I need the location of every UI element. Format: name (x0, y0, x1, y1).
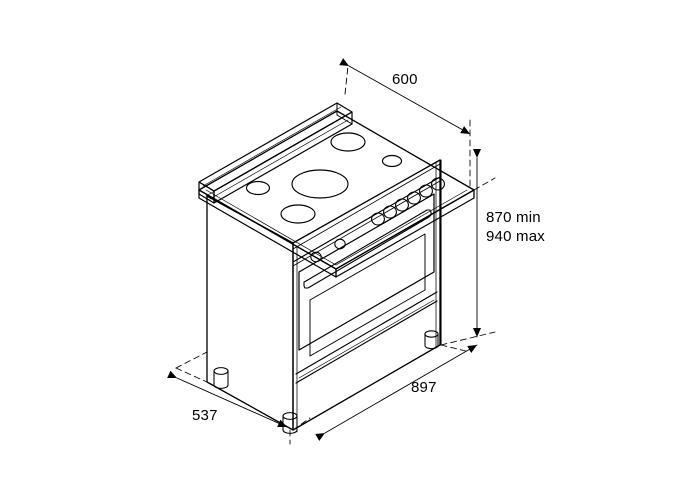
right-side-seam (435, 159, 442, 349)
dimension-600 (339, 58, 471, 135)
cabinet-body (206, 159, 441, 431)
indicator-lamps (310, 238, 346, 263)
cooktop-burners (245, 132, 403, 224)
knob-3 (395, 198, 409, 212)
burner-left-small (245, 180, 271, 196)
knob-6 (431, 177, 445, 191)
dimension-897 (315, 344, 478, 441)
burner-front-left (280, 204, 316, 224)
control-panel (292, 163, 445, 267)
dimension-label-height-min: 870 min (486, 209, 541, 226)
knob-1 (371, 212, 385, 226)
dimension-label-depth: 600 (392, 71, 418, 88)
projection-lines (175, 119, 496, 445)
dimension-537 (167, 370, 288, 428)
burner-center-large (291, 169, 349, 199)
adjustable-feet (213, 330, 439, 434)
control-knobs (371, 177, 445, 226)
dimension-label-width: 897 (411, 379, 437, 396)
oven-door (295, 193, 438, 384)
dimension-label-base-depth: 537 (192, 407, 218, 424)
knob-2 (383, 205, 397, 219)
burner-right-small (381, 154, 403, 168)
burner-rear-right (330, 132, 366, 152)
dimension-label-height: 870 min 940 max (486, 208, 545, 246)
indicator-lamp-1 (334, 238, 346, 250)
backsplash-rail (198, 102, 353, 204)
knob-5 (419, 184, 433, 198)
knob-4 (407, 191, 421, 205)
dimension-label-height-max: 940 max (486, 228, 545, 245)
